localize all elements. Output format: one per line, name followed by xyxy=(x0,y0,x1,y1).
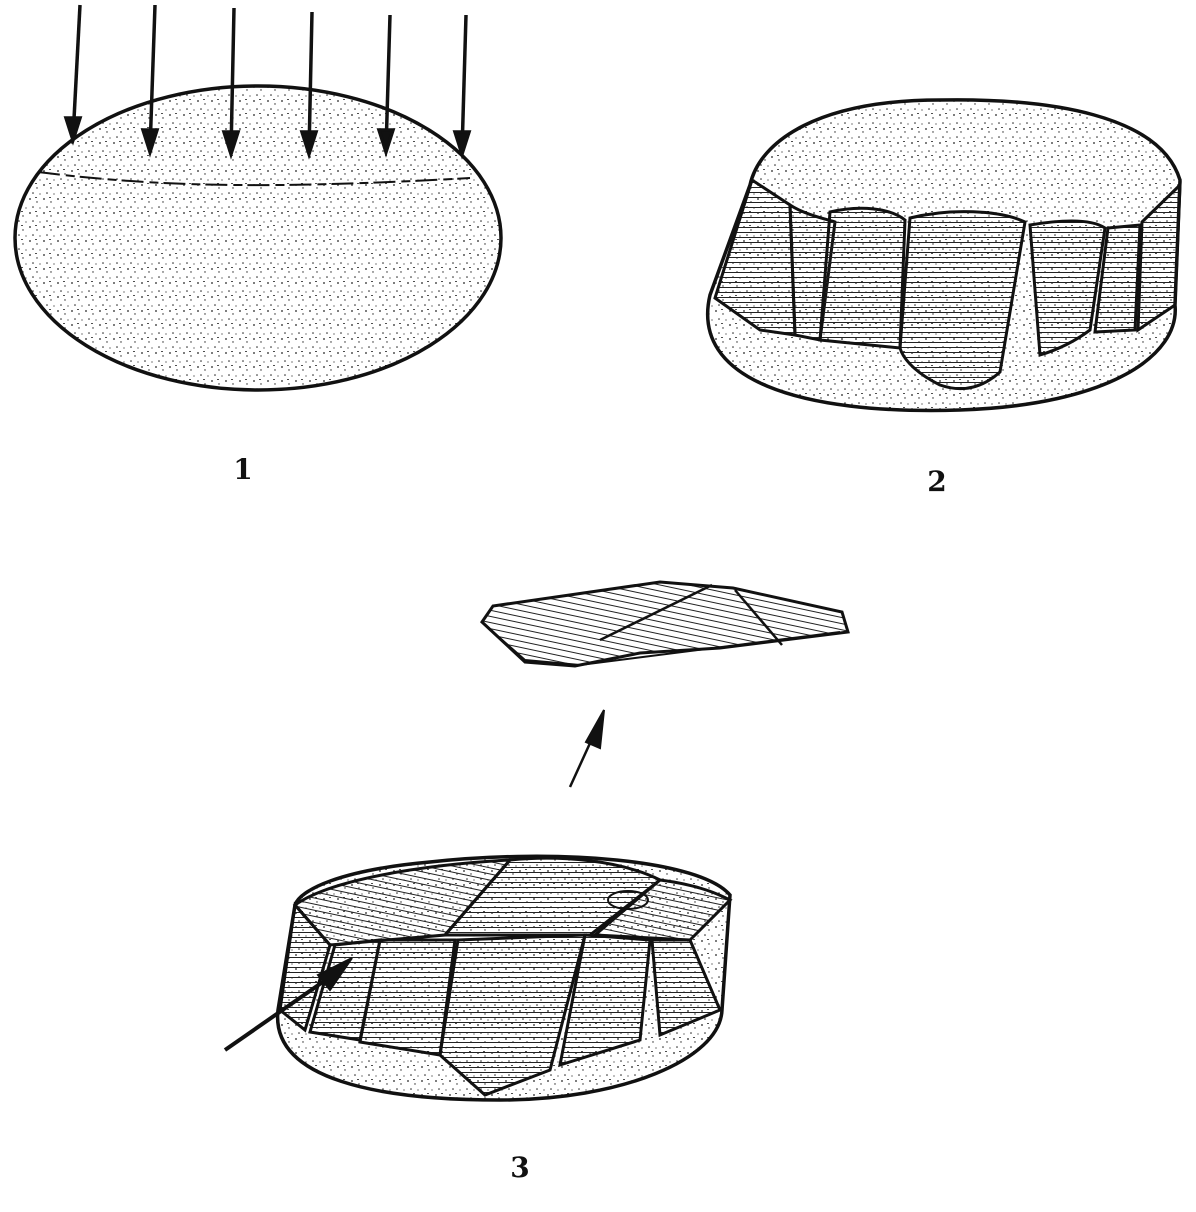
stage-3-core xyxy=(278,856,730,1100)
stage-label-1: 1 xyxy=(233,456,252,484)
stage-1-pebble xyxy=(15,86,501,390)
lift-arrow xyxy=(570,710,604,787)
stage-label-3: 3 xyxy=(510,1154,529,1182)
stage-label-2: 2 xyxy=(927,468,946,496)
stage-2-core xyxy=(708,100,1180,411)
detached-flake xyxy=(482,582,848,666)
